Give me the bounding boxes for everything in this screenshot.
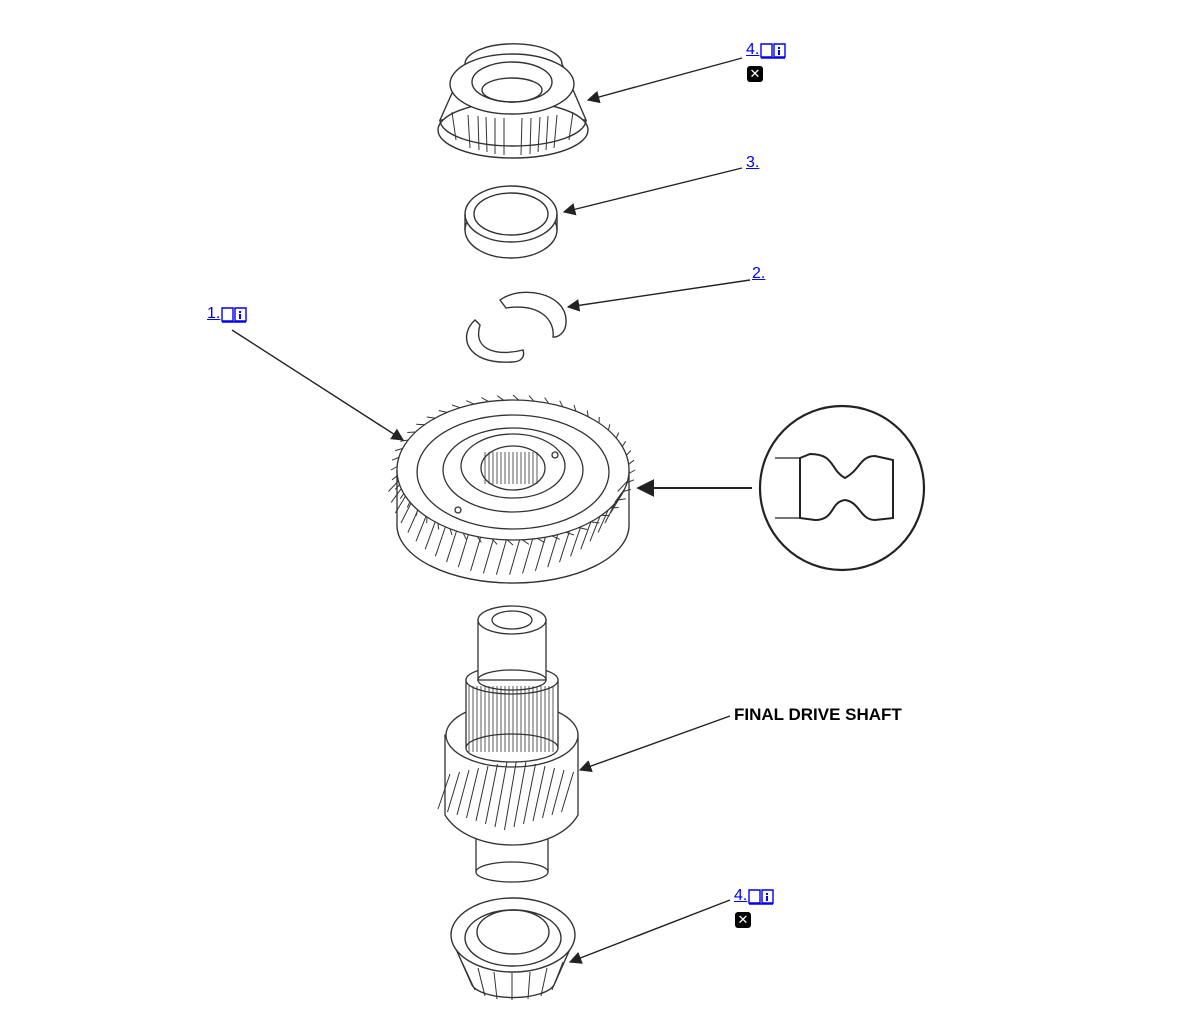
final-drive-shaft: [437, 605, 579, 883]
shaft-splines-lines: [468, 686, 554, 752]
callout-number: 2.: [752, 265, 766, 282]
callout-cotters-link[interactable]: 2.: [752, 266, 765, 282]
book-info-icon[interactable]: [221, 305, 248, 323]
final-drive-shaft-label: FINAL DRIVE SHAFT: [734, 705, 902, 724]
callout-bearing-bottom-link[interactable]: 4.: [734, 887, 775, 905]
callout-number: 1.: [207, 305, 221, 322]
callout-number: 4.: [734, 887, 748, 904]
shaft-helix-lines: [437, 759, 574, 831]
callout-number: 4.: [746, 41, 760, 58]
book-info-icon[interactable]: [760, 41, 787, 59]
spacer-ring: [464, 185, 558, 259]
callout-gear-link[interactable]: 1.: [207, 305, 248, 323]
gear-helix-lines: [388, 480, 628, 575]
cotters: [466, 291, 567, 363]
bearing-bottom: [450, 897, 576, 1000]
leader-lines: [231, 57, 752, 964]
callout-bearing-top-link[interactable]: 4.: [746, 41, 787, 59]
callout-spacer-ring-link[interactable]: 3.: [746, 155, 759, 171]
tooth-profile-detail: [758, 404, 926, 572]
gear-bore-splines: [484, 452, 538, 484]
x-icon[interactable]: ✕: [735, 912, 751, 928]
book-info-icon[interactable]: [748, 887, 775, 905]
helical-gear: [388, 394, 636, 584]
bearing-top: [437, 43, 589, 159]
x-icon[interactable]: ✕: [747, 66, 763, 82]
callout-number: 3.: [746, 154, 760, 171]
